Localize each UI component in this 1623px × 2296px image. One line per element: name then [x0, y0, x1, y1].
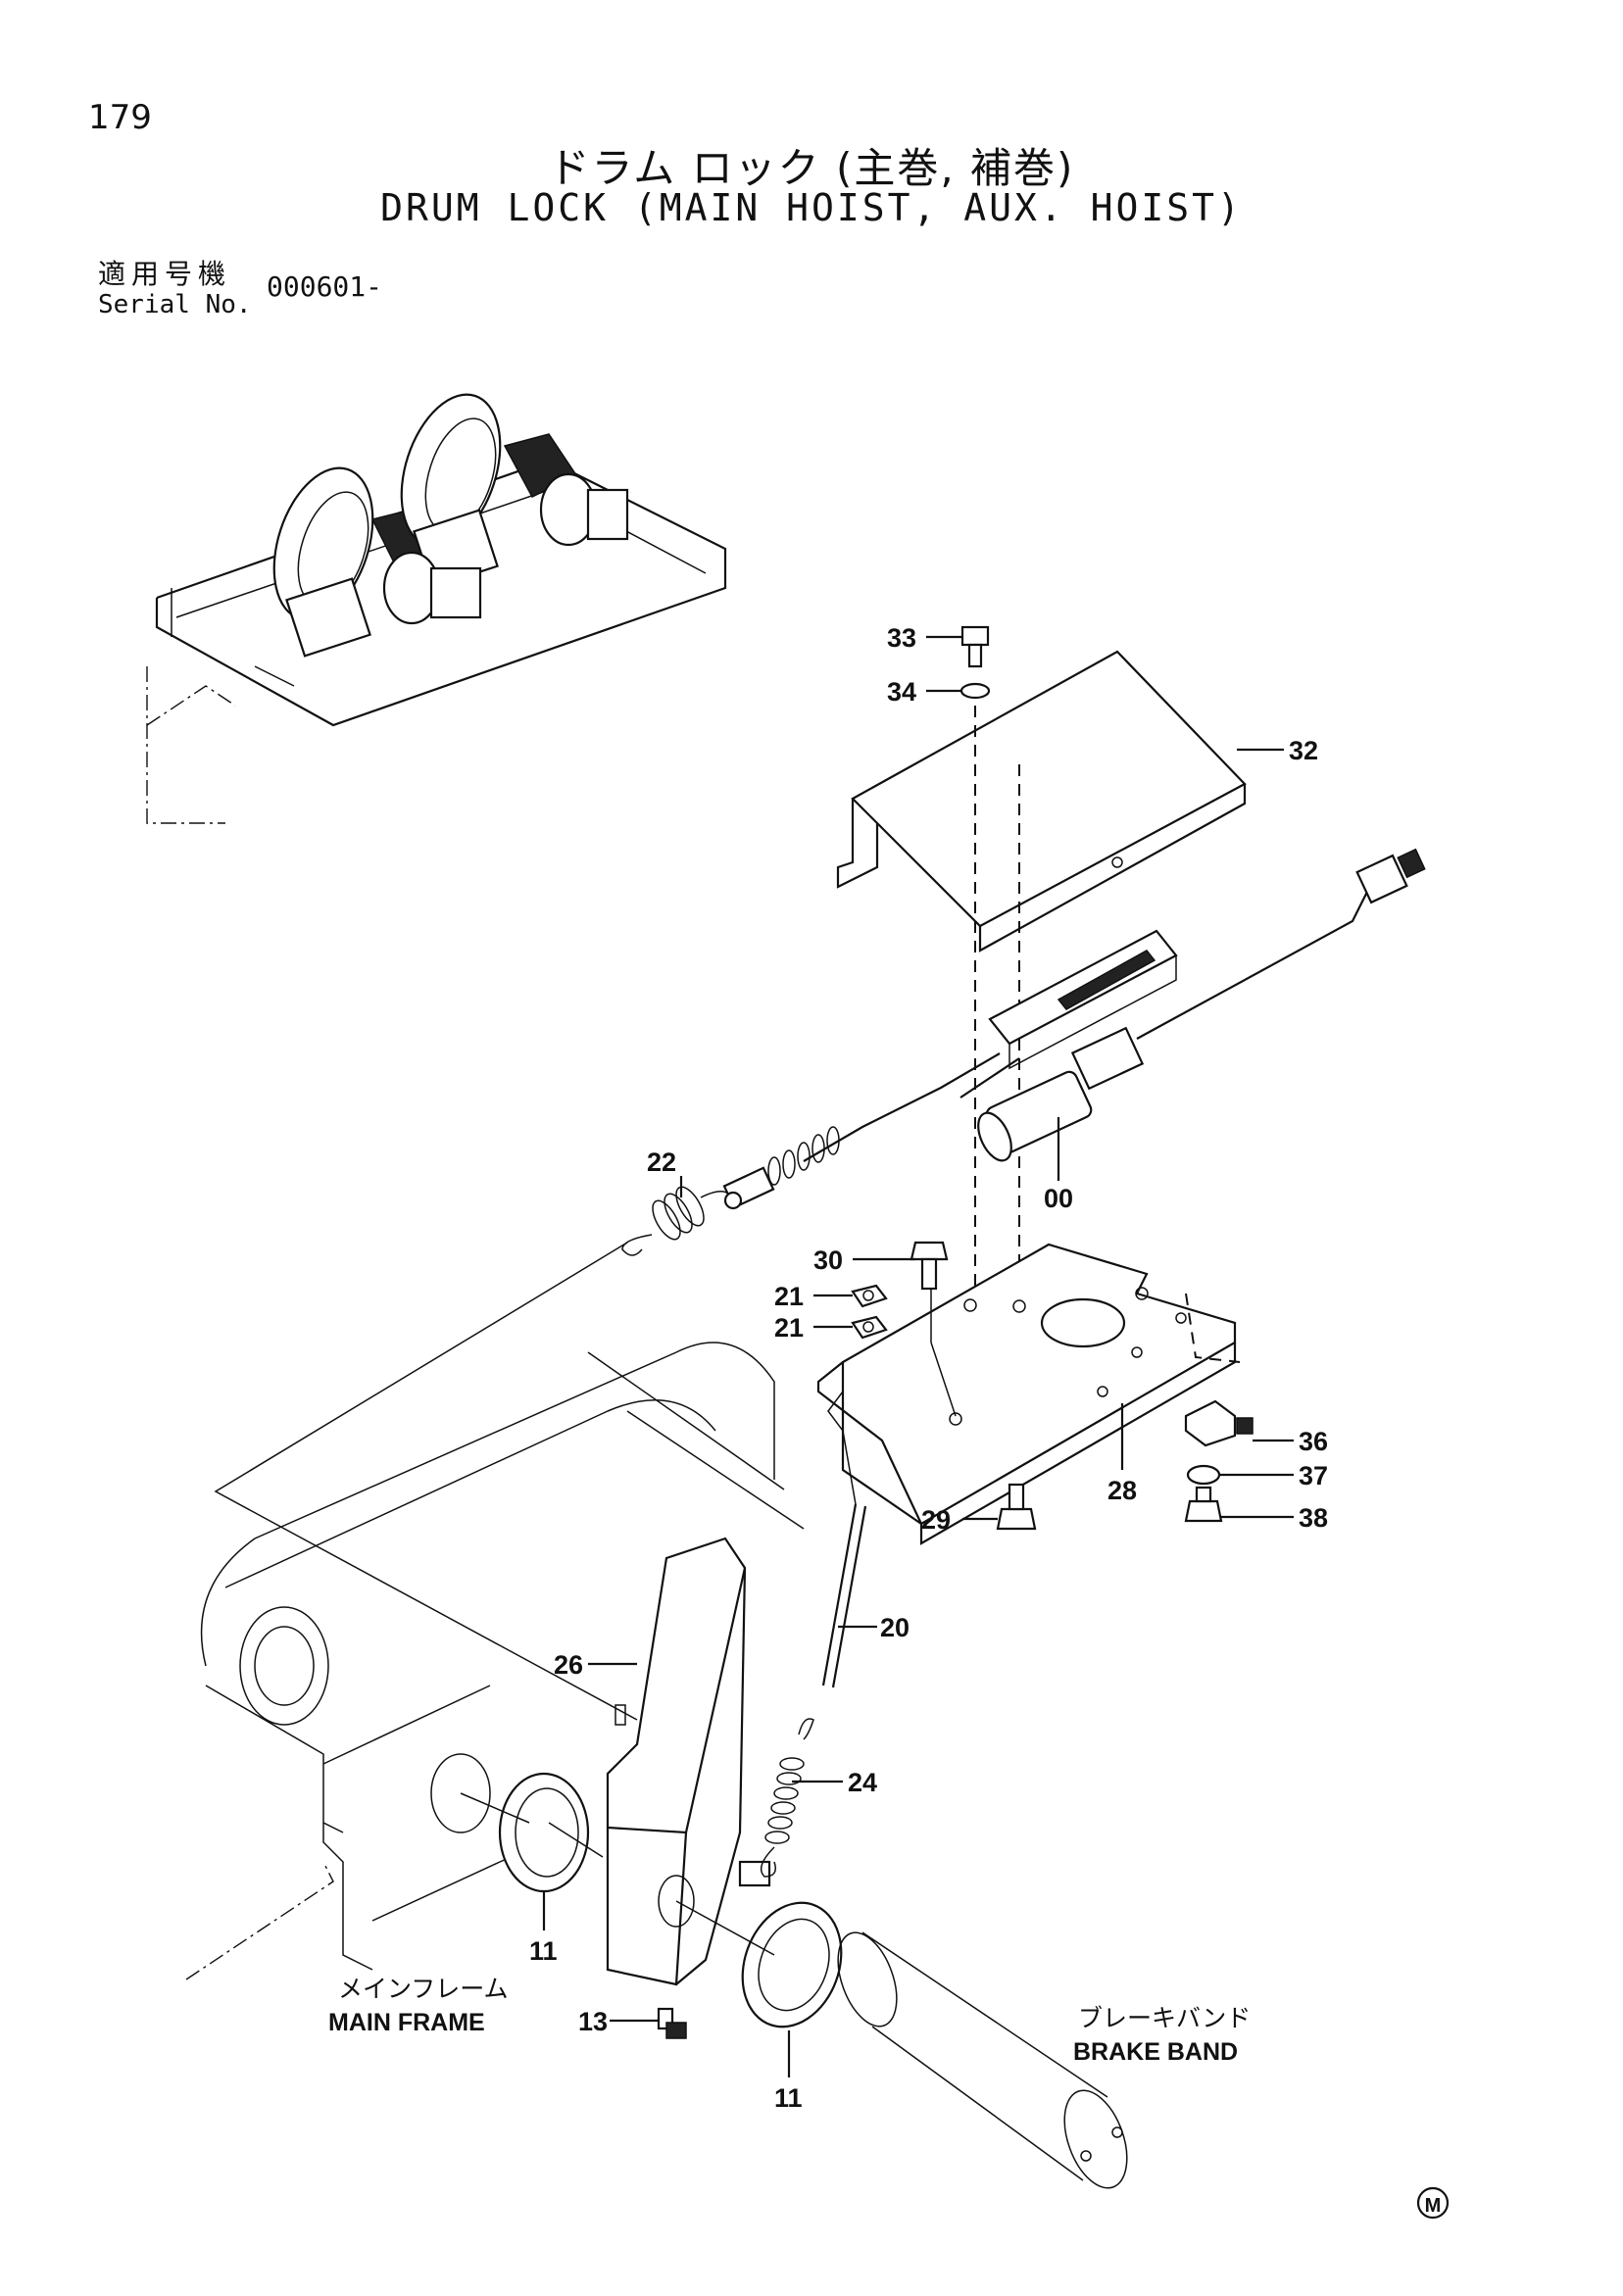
bolt-29: [996, 1483, 1037, 1531]
page-number: 179: [88, 98, 152, 137]
grease-fitting-13: [657, 2007, 687, 2039]
callout-26: 26: [554, 1650, 583, 1680]
footer-mark-letter: M: [1425, 2195, 1442, 2217]
lever-26: [606, 1537, 771, 1986]
assembly-line: [930, 1342, 957, 1417]
callout-20: 20: [880, 1613, 910, 1642]
callout-24: 24: [848, 1768, 877, 1797]
callout-00: 00: [1044, 1184, 1073, 1213]
main-frame-label-english: MAIN FRAME: [328, 2009, 485, 2036]
callout-21-lower: 21: [774, 1313, 804, 1343]
assembly-line: [214, 1242, 638, 1721]
main-frame: [185, 1342, 805, 1980]
nut-21-lower: [851, 1315, 888, 1340]
washer-11-right: [741, 1901, 843, 2028]
callout-37: 37: [1299, 1461, 1328, 1490]
main-frame-label-japanese: メインフレーム: [338, 1975, 509, 2003]
callout-13: 13: [578, 2007, 608, 2036]
callout-22: 22: [647, 1148, 676, 1177]
bolt-30: [910, 1241, 949, 1291]
callout-32: 32: [1289, 736, 1318, 765]
washer-11-left: [498, 1772, 590, 1893]
callout-28: 28: [1107, 1476, 1137, 1505]
callout-36: 36: [1299, 1427, 1328, 1456]
spring-24: [760, 1718, 814, 1878]
callout-21-upper: 21: [774, 1282, 804, 1311]
assembly-line: [548, 1822, 604, 1858]
callout-30: 30: [813, 1246, 843, 1275]
callout-38: 38: [1299, 1503, 1328, 1533]
callout-labels: 33 34 32 22 00 30 21 21 36 37 38 28 29 2…: [529, 623, 1328, 2113]
footer-mark: M: [1416, 2186, 1450, 2220]
page-title-english: DRUM LOCK (MAIN HOIST, AUX. HOIST): [380, 186, 1243, 229]
bracket-36: [1184, 1399, 1254, 1447]
bolt-38: [1184, 1486, 1223, 1523]
brake-band-label-english: BRAKE BAND: [1073, 2038, 1238, 2066]
base-plate-28: [816, 1243, 1241, 1545]
serial-number-value: 000601-: [267, 270, 383, 303]
assembly-line: [675, 1900, 775, 1956]
serial-label-japanese: 適用号機: [98, 258, 232, 290]
washer-34: [959, 682, 991, 700]
callout-11-right: 11: [774, 2083, 803, 2113]
callout-11-left: 11: [529, 1936, 558, 1966]
callout-29: 29: [921, 1505, 951, 1535]
bolt-33: [960, 625, 990, 668]
assembly-line: [460, 1792, 530, 1824]
actuator-assembly-00: [722, 848, 1426, 1210]
brake-band-cylinder: [837, 1931, 1128, 2189]
nut-21-upper: [851, 1284, 888, 1308]
callout-34: 34: [887, 677, 916, 707]
spring-22: [621, 1186, 729, 1256]
rod-20: [821, 1391, 867, 1688]
washer-37: [1186, 1464, 1221, 1486]
brake-band-label-japanese: ブレーキバンド: [1078, 2004, 1251, 2032]
page-title-japanese: ドラム ロック (主巻, 補巻): [548, 144, 1075, 192]
callout-33: 33: [887, 623, 916, 653]
cover-plate-32: [836, 650, 1247, 953]
leader-lines: [542, 635, 1294, 2077]
winch-drum-inset: [146, 393, 727, 824]
serial-label-english: Serial No.: [98, 290, 252, 319]
